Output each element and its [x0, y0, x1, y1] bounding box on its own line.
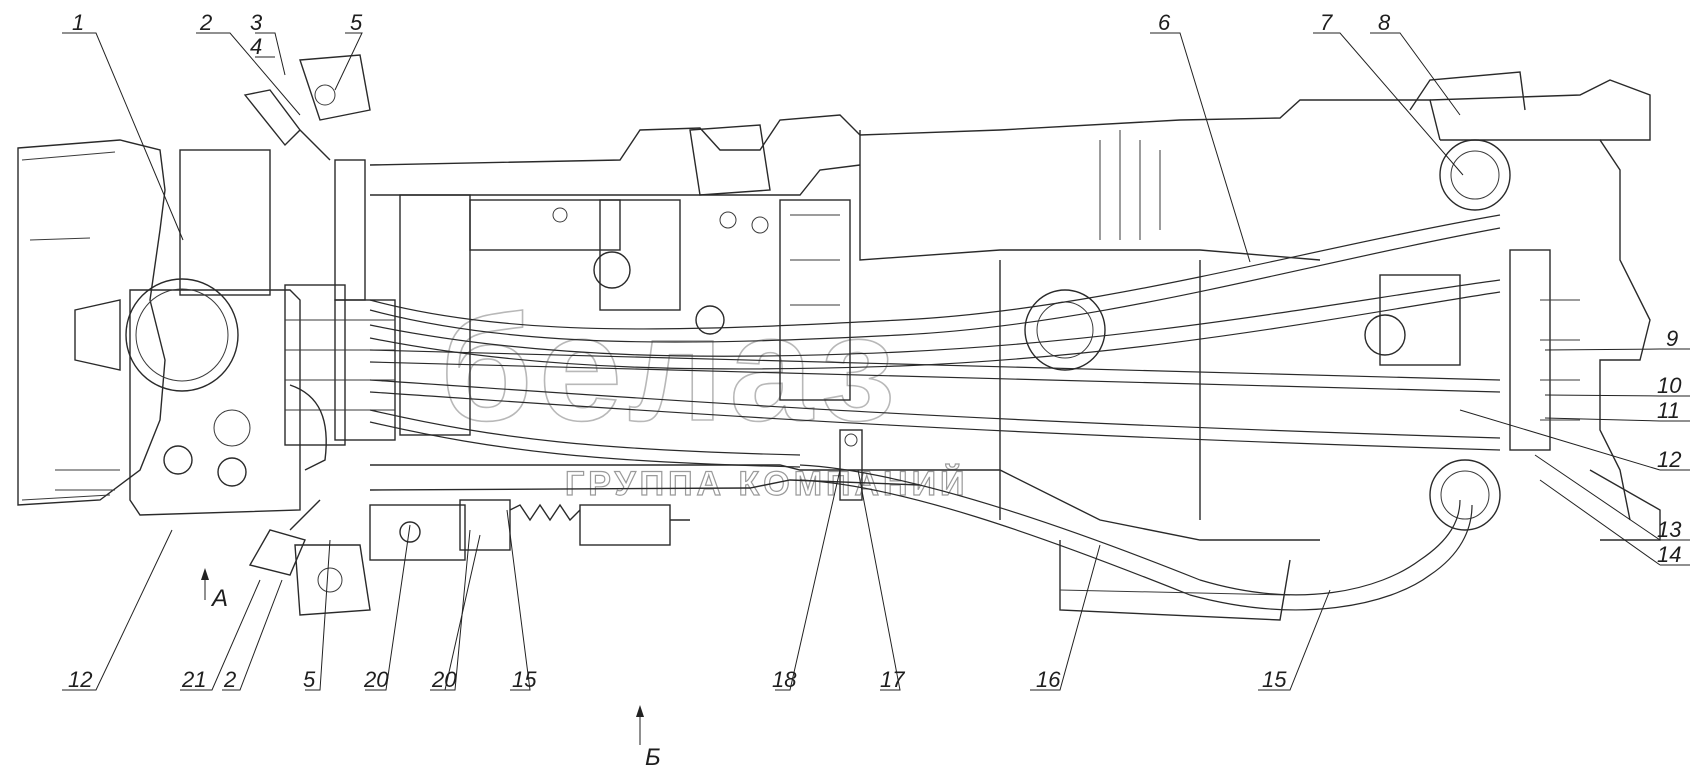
transmission-housing: [17, 139, 301, 516]
callout-12-right: 12: [1657, 447, 1681, 472]
rear-axle-group: [1364, 71, 1661, 541]
brake-cylinder: [369, 499, 690, 561]
view-marker-b: Б: [645, 744, 661, 771]
view-arrow-b: Б: [636, 705, 661, 771]
callout-17: 17: [880, 667, 905, 692]
callout-10: 10: [1657, 373, 1682, 398]
callout-5-bottom: 5: [303, 667, 316, 692]
callout-5-top: 5: [350, 10, 363, 35]
centre-axle-housing: [999, 130, 1201, 520]
callout-18: 18: [772, 667, 797, 692]
callout-20-left: 20: [363, 667, 389, 692]
callout-6: 6: [1158, 10, 1171, 35]
callout-8: 8: [1378, 10, 1391, 35]
callout-21: 21: [181, 667, 206, 692]
callout-15-left: 15: [512, 667, 537, 692]
callout-11: 11: [1657, 398, 1680, 423]
callout-20-right: 20: [431, 667, 457, 692]
callout-15-right: 15: [1262, 667, 1287, 692]
callout-1: 1: [72, 10, 84, 35]
leader-lines: [62, 32, 1690, 691]
callout-3: 3: [250, 10, 263, 35]
callout-7: 7: [1320, 10, 1333, 35]
hydraulic-couplers: [243, 54, 371, 616]
centre-cross-member: [399, 124, 851, 436]
callout-13: 13: [1657, 517, 1682, 542]
callout-4: 4: [250, 34, 262, 59]
callout-2-bottom: 2: [223, 667, 236, 692]
callout-2-top: 2: [199, 10, 212, 35]
hydraulic-hose-bundle: [369, 214, 1501, 468]
view-marker-a: А: [210, 585, 228, 612]
hose-clamp: [839, 429, 863, 501]
callout-14: 14: [1657, 542, 1681, 567]
callout-12-left: 12: [68, 667, 92, 692]
callout-9: 9: [1666, 326, 1678, 351]
callout-labels: 1 2 3 4 5 6 7 8 9 10 11 12 13 14 12 21 2…: [68, 10, 1682, 692]
lower-return-hose: [799, 464, 1473, 611]
hydraulic-valve-block: [284, 159, 396, 471]
callout-16: 16: [1036, 667, 1061, 692]
view-arrow-a: А: [201, 568, 228, 612]
